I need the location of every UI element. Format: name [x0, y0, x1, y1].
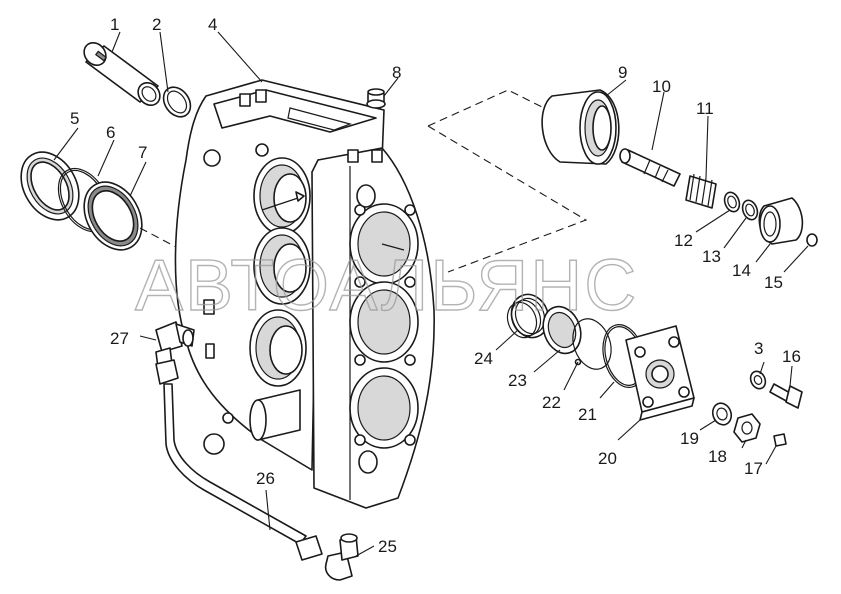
callout-3: 3 [754, 339, 763, 358]
part-11-spring [685, 173, 717, 209]
part-27-elbow [155, 321, 195, 385]
callout-24: 24 [474, 349, 493, 368]
callout-14: 14 [732, 261, 751, 280]
callout-9: 9 [618, 63, 627, 82]
part-3-washer [749, 370, 767, 390]
callout-4: 4 [208, 15, 217, 34]
callout-25: 25 [378, 537, 397, 556]
part-23-cup [542, 305, 582, 355]
part-7-seal [83, 181, 143, 251]
part-19-washer [711, 402, 733, 426]
callout-5: 5 [70, 109, 79, 128]
callout-23: 23 [508, 371, 527, 390]
callout-16: 16 [782, 347, 801, 366]
callout-13: 13 [702, 247, 721, 266]
callout-11: 11 [696, 99, 714, 118]
watermark-text: АВТОАЛЬЯНС [135, 246, 638, 326]
part-15-ring [806, 233, 818, 247]
part-24-spring [506, 293, 550, 339]
callout-22: 22 [542, 393, 561, 412]
part-25-elbow [295, 533, 359, 581]
part-17-cap [773, 433, 787, 447]
callout-1: 1 [110, 15, 119, 34]
leader-lines [53, 31, 809, 557]
callout-27: 27 [110, 329, 129, 348]
callout-10: 10 [652, 77, 671, 96]
callout-20: 20 [598, 449, 617, 468]
callout-18: 18 [708, 447, 727, 466]
callout-21: 21 [578, 405, 597, 424]
part-18-nut [733, 413, 761, 443]
callout-26: 26 [256, 469, 275, 488]
part-12-ring [723, 191, 741, 213]
part-9-piston [427, 89, 620, 273]
part-14-sleeve [758, 197, 804, 245]
callout-2: 2 [152, 15, 161, 34]
callout-6: 6 [106, 123, 115, 142]
part-13-ring [741, 199, 759, 221]
part-2-ring [162, 86, 192, 118]
callout-19: 19 [680, 429, 699, 448]
callout-12: 12 [674, 231, 693, 250]
callout-17: 17 [744, 459, 763, 478]
callout-15: 15 [764, 273, 783, 292]
callout-7: 7 [138, 143, 147, 162]
part-5-seal [20, 151, 80, 221]
callout-labels: 1 2 4 8 9 10 11 5 6 7 12 13 14 15 27 24 … [70, 15, 801, 556]
part-22-snap-ring [572, 318, 612, 370]
part-20-cover [625, 325, 695, 421]
part-10-pin [619, 148, 681, 187]
part-16-bolt [769, 383, 803, 409]
part-4-caliper-housing [174, 79, 435, 509]
part-1-pin [83, 41, 161, 107]
part-8-plug [366, 88, 386, 109]
callout-8: 8 [392, 63, 401, 82]
